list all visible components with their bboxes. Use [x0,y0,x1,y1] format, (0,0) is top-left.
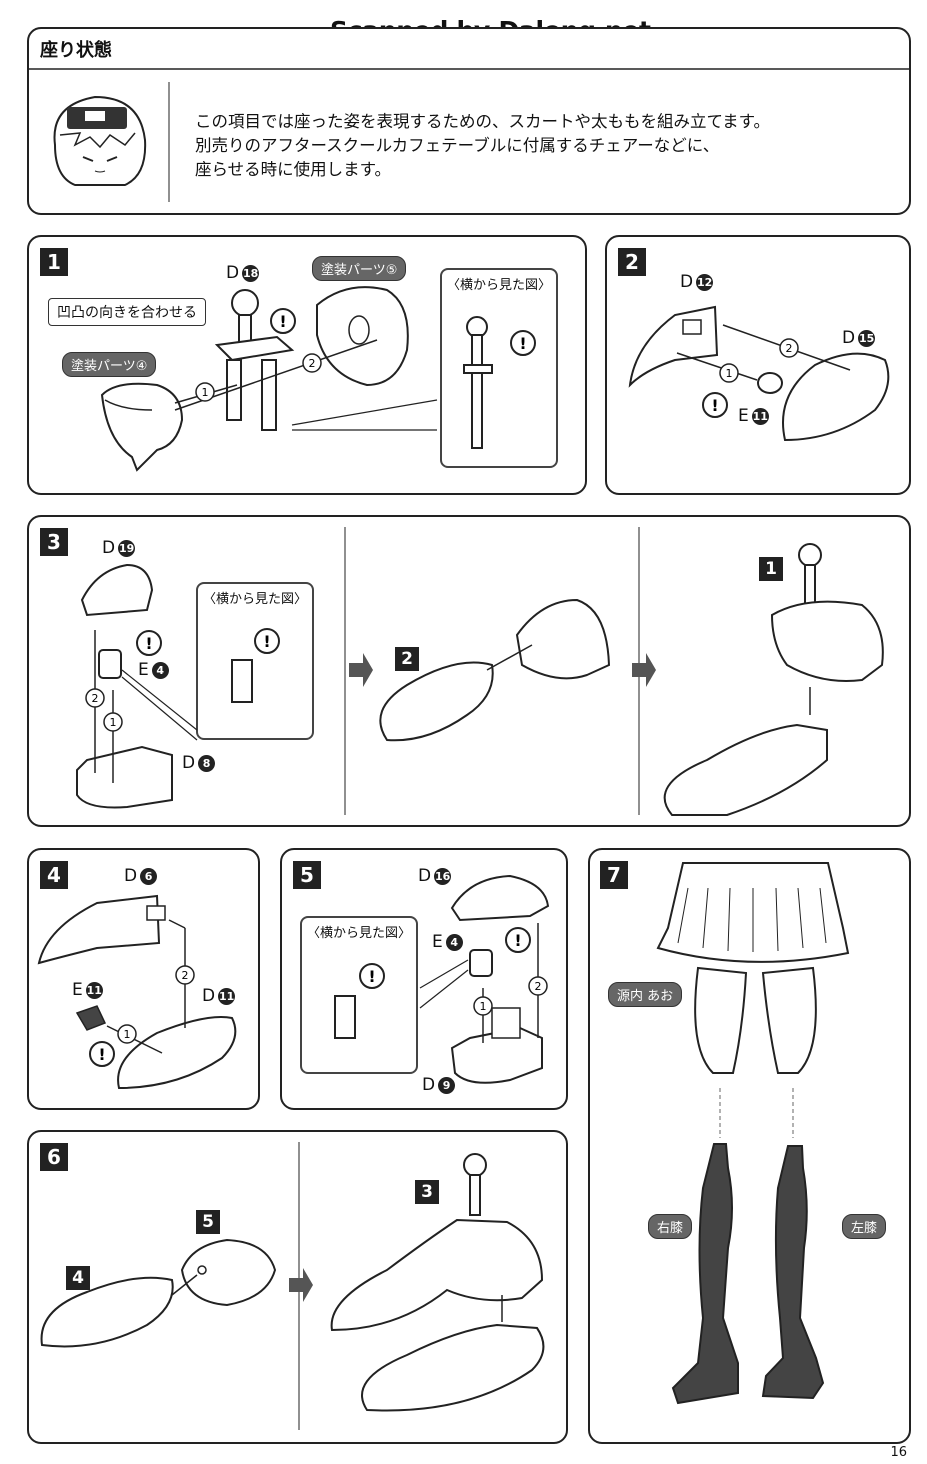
svg-text:1: 1 [480,1000,487,1013]
step-3-illustration: 2 1 ! ! [76,527,884,816]
intro-text: この項目では座った姿を表現するための、スカートや太ももを組み立てます。 別売りの… [195,110,770,182]
svg-text:1: 1 [726,367,733,380]
svg-text:!: ! [145,634,152,653]
svg-text:2: 2 [786,342,793,355]
intro-divider-line [27,68,911,202]
step-1-illustration: 1 2 ! ! [100,286,536,472]
svg-text:!: ! [368,967,375,986]
svg-text:!: ! [519,334,526,353]
step-2-number: 2 [618,248,646,276]
step-1-number: 1 [40,248,68,276]
character-name-badge: 源内 あお [608,982,683,1007]
step-7-number: 7 [600,861,628,889]
align-note-label: 凹凸の向きを合わせる [48,298,206,326]
left-knee-badge: 左膝 [842,1214,887,1239]
page-number: 16 [890,1445,907,1460]
intro-line: 座らせる時に使用します。 [195,160,392,179]
painted-part-5-badge: 塗装パーツ⑤ [312,256,407,281]
svg-text:!: ! [711,396,718,415]
step-6-sub-3: 3 [415,1180,439,1204]
intro-line: 別売りのアフタースクールカフェテーブルに付属するチェアーなどに、 [195,136,720,155]
svg-text:2: 2 [182,969,189,982]
side-view-title: 〈横から見た図〉 [446,278,551,293]
step-4-number: 4 [40,861,68,889]
right-knee-badge: 右膝 [648,1214,693,1239]
svg-text:!: ! [514,931,521,950]
step-5-number: 5 [293,861,321,889]
step-3-sub-2: 2 [395,647,419,671]
order-1: 1 [202,386,209,399]
step-6-number: 6 [40,1143,68,1171]
step-6-sub-4: 4 [66,1266,90,1290]
step-6-illustration [40,1142,545,1430]
svg-text:2: 2 [92,692,99,705]
step-7-illustration [656,862,850,1405]
svg-text:!: ! [263,632,270,651]
mascot-face-illustration [53,95,147,186]
intro-line: この項目では座った姿を表現するための、スカートや太ももを組み立てます。 [195,112,771,131]
painted-part-4-badge: 塗装パーツ④ [62,352,157,377]
intro-panel [27,27,911,215]
step-1-side-view-box: 〈横から見た図〉 [440,268,558,468]
section-title: 座り状態 [40,40,112,61]
step-3-sub-1: 1 [759,557,783,581]
step-4-illustration: 2 1 ! [37,894,237,1090]
step-3-number: 3 [40,528,68,556]
svg-text:2: 2 [535,980,542,993]
side-view-title: 〈横から見た図〉 [306,926,411,941]
side-view-title: 〈横から見た図〉 [202,592,307,607]
step-5-side-view-box: 〈横から見た図〉 [300,916,418,1074]
svg-text:1: 1 [110,716,117,729]
step-5-illustration: 1 2 ! ! [334,874,550,1084]
svg-text:1: 1 [124,1028,131,1041]
order-2: 2 [309,357,316,370]
svg-text:!: ! [279,312,286,331]
svg-text:!: ! [98,1045,105,1064]
step-2-illustration: 2 1 ! [628,305,890,442]
step-3-side-view-box: 〈横から見た図〉 [196,582,314,740]
step-6-sub-5: 5 [196,1210,220,1234]
